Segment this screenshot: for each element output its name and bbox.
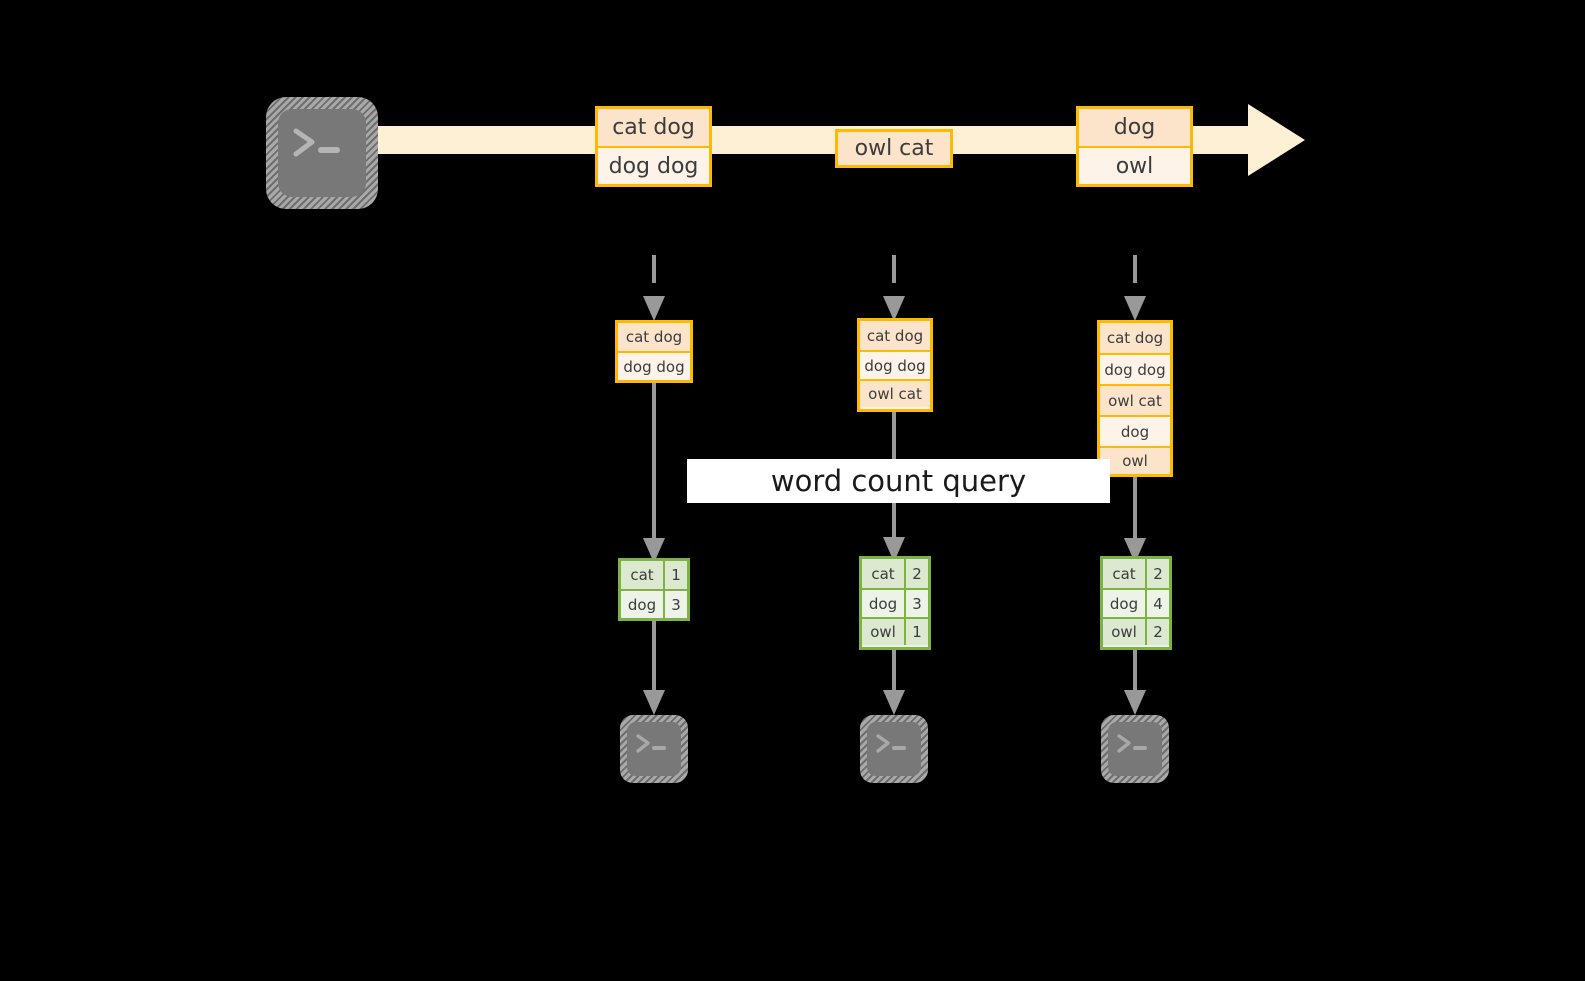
stream-event-line: owl bbox=[1079, 146, 1190, 184]
snapshot-input-line: cat dog bbox=[618, 323, 690, 351]
snapshot-input-line: cat dog bbox=[1100, 323, 1170, 353]
snapshot-input-line: dog bbox=[1100, 415, 1170, 446]
snapshot-3-sink-connector bbox=[1124, 650, 1146, 715]
stream-event-group-2: owl cat bbox=[835, 129, 953, 168]
snapshot-3-query-connector bbox=[1124, 477, 1146, 563]
result-count-cell: 2 bbox=[906, 559, 928, 588]
result-word-cell: dog bbox=[862, 590, 906, 617]
snapshot-1-sink-connector bbox=[643, 621, 665, 715]
snapshot-2-result-table: cat 2 dog 3 owl 1 bbox=[859, 556, 931, 650]
result-count-cell: 2 bbox=[1147, 619, 1169, 645]
result-word-cell: cat bbox=[621, 561, 665, 589]
snapshot-2-sink-connector bbox=[883, 650, 905, 715]
result-row: dog 3 bbox=[862, 588, 928, 617]
snapshot-2-inlet-connector bbox=[883, 255, 905, 321]
snapshot-1-inlet-connector bbox=[643, 255, 665, 321]
result-count-cell: 2 bbox=[1147, 559, 1169, 588]
snapshot-1-query-connector bbox=[643, 383, 665, 563]
prompt-glyph-icon bbox=[636, 734, 666, 753]
result-row: owl 2 bbox=[1103, 617, 1169, 645]
stream-event-line: dog dog bbox=[598, 146, 709, 184]
prompt-glyph-icon bbox=[1117, 734, 1147, 753]
result-count-cell: 3 bbox=[906, 590, 928, 617]
snapshot-input-line: dog dog bbox=[860, 350, 930, 379]
result-count-cell: 1 bbox=[665, 561, 687, 589]
result-word-cell: cat bbox=[862, 559, 906, 588]
result-word-cell: dog bbox=[621, 591, 665, 618]
result-word-cell: owl bbox=[1103, 619, 1147, 645]
snapshot-1-sink-terminal-icon bbox=[620, 715, 688, 783]
query-label-band: word count query bbox=[687, 459, 1110, 503]
snapshot-1-result-table: cat 1 dog 3 bbox=[618, 558, 690, 621]
snapshot-input-line: dog dog bbox=[1100, 353, 1170, 384]
source-terminal-icon bbox=[266, 97, 378, 209]
result-count-cell: 3 bbox=[665, 591, 687, 618]
snapshot-input-line: cat dog bbox=[860, 321, 930, 350]
snapshot-3-inlet-connector bbox=[1124, 255, 1146, 321]
result-count-cell: 1 bbox=[906, 619, 928, 645]
query-label: word count query bbox=[770, 464, 1027, 498]
result-row: dog 4 bbox=[1103, 588, 1169, 617]
snapshot-input-line: dog dog bbox=[618, 351, 690, 380]
prompt-glyph-icon bbox=[876, 734, 906, 753]
result-word-cell: dog bbox=[1103, 590, 1147, 617]
result-row: dog 3 bbox=[621, 589, 687, 618]
stream-arrow-icon bbox=[330, 104, 1305, 176]
snapshot-3-sink-terminal-icon bbox=[1101, 715, 1169, 783]
snapshot-input-line: owl cat bbox=[1100, 384, 1170, 415]
snapshot-1-input-stack: cat dog dog dog bbox=[615, 320, 693, 383]
result-count-cell: 4 bbox=[1147, 590, 1169, 617]
result-row: cat 1 bbox=[621, 561, 687, 589]
snapshot-2-sink-terminal-icon bbox=[860, 715, 928, 783]
snapshot-2-input-stack: cat dog dog dog owl cat bbox=[857, 318, 933, 412]
result-word-cell: owl bbox=[862, 619, 906, 645]
snapshot-3-input-stack: cat dog dog dog owl cat dog owl bbox=[1097, 320, 1173, 477]
stream-event-line: owl cat bbox=[838, 132, 950, 165]
result-row: cat 2 bbox=[862, 559, 928, 588]
stream-event-line: cat dog bbox=[598, 109, 709, 146]
stream-event-group-3: dog owl bbox=[1076, 106, 1193, 187]
result-row: owl 1 bbox=[862, 617, 928, 645]
result-word-cell: cat bbox=[1103, 559, 1147, 588]
result-row: cat 2 bbox=[1103, 559, 1169, 588]
snapshot-3-result-table: cat 2 dog 4 owl 2 bbox=[1100, 556, 1172, 650]
stream-event-line: dog bbox=[1079, 109, 1190, 146]
snapshot-input-line: owl cat bbox=[860, 379, 930, 407]
snapshot-input-line: owl bbox=[1100, 446, 1170, 474]
prompt-glyph-icon bbox=[293, 128, 340, 157]
stream-event-group-1: cat dog dog dog bbox=[595, 106, 712, 187]
